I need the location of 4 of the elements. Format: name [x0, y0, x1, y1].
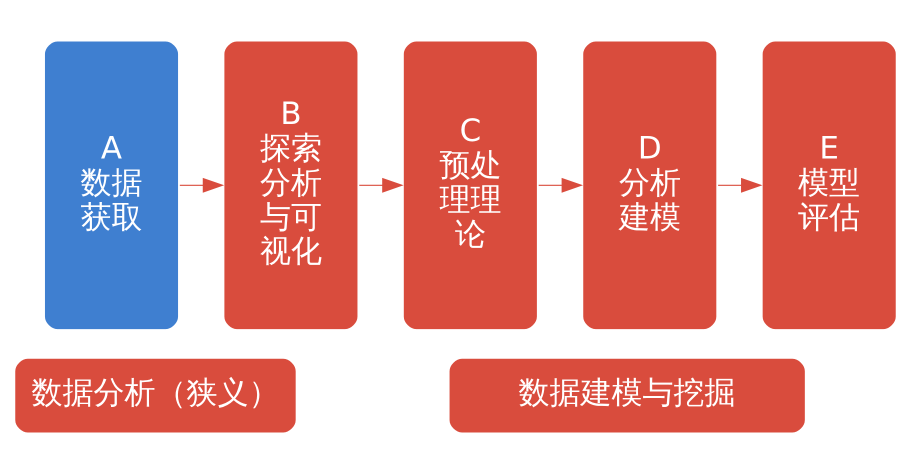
arrow [538, 178, 584, 193]
arrow [718, 178, 762, 193]
arrow [359, 178, 404, 193]
arrow [180, 178, 224, 193]
